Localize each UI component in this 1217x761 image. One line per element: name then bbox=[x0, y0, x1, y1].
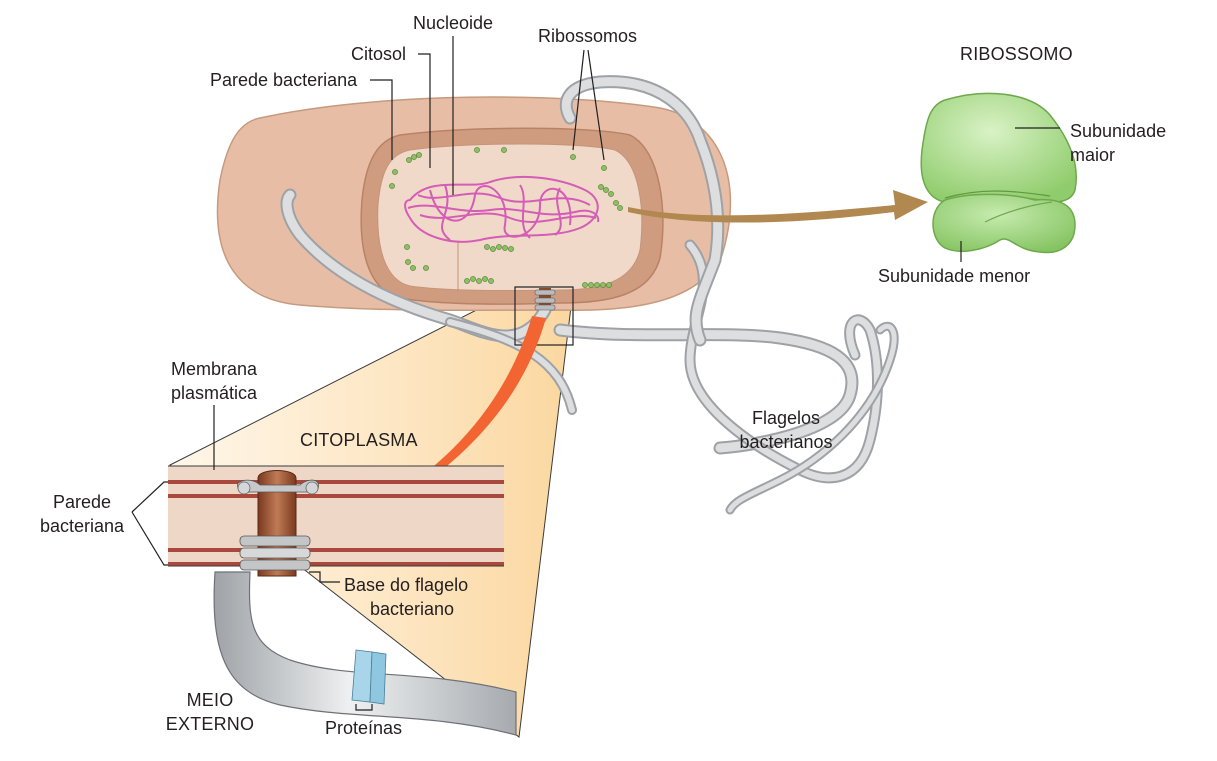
label-meio-externo-1: MEIO bbox=[186, 690, 234, 710]
label-meio-externo-2: EXTERNO bbox=[165, 714, 255, 734]
cell-ribosomes bbox=[389, 147, 623, 288]
label-membrana-2: plasmática bbox=[170, 383, 258, 403]
label-base-flagelo-1: Base do flagelo bbox=[344, 575, 469, 595]
zoom-box bbox=[514, 286, 574, 346]
arrow-to-ribosome bbox=[628, 190, 928, 223]
label-subunidade-maior-1: Subunidade bbox=[1070, 121, 1167, 141]
label-membrana-1: Membrana bbox=[170, 359, 258, 379]
label-ribossomo-title: RIBOSSOMO bbox=[960, 44, 1073, 64]
small-flagellar-motor bbox=[534, 288, 556, 311]
protein-rings bbox=[351, 649, 387, 705]
label-parede-left-2: bacteriana bbox=[39, 516, 125, 536]
flagellar-motor bbox=[237, 470, 319, 577]
ribosome-large-view bbox=[920, 92, 1077, 254]
bacterial-flagella bbox=[280, 75, 899, 515]
label-subunidade-maior-2: maior bbox=[1070, 145, 1116, 165]
label-citoplasma: CITOPLASMA bbox=[300, 430, 418, 450]
nucleoid bbox=[404, 176, 600, 243]
label-flagelos-1: Flagelos bbox=[751, 408, 821, 428]
label-citosol: Citosol bbox=[351, 44, 407, 64]
label-parede-bacteriana-top: Parede bacteriana bbox=[210, 70, 358, 90]
label-ribossomos: Ribossomos bbox=[538, 26, 638, 46]
membrane-layers bbox=[168, 465, 504, 567]
label-proteinas: Proteínas bbox=[325, 718, 403, 738]
label-subunidade-menor: Subunidade menor bbox=[878, 266, 1031, 286]
label-parede-left-1: Parede bbox=[52, 492, 112, 512]
label-flagelos-2: bacterianos bbox=[739, 432, 833, 452]
flagellum-tube bbox=[213, 571, 517, 736]
leader-lines bbox=[131, 36, 1060, 711]
label-base-flagelo-2: bacteriano bbox=[369, 599, 455, 619]
label-nucleoide: Nucleoide bbox=[412, 13, 494, 33]
